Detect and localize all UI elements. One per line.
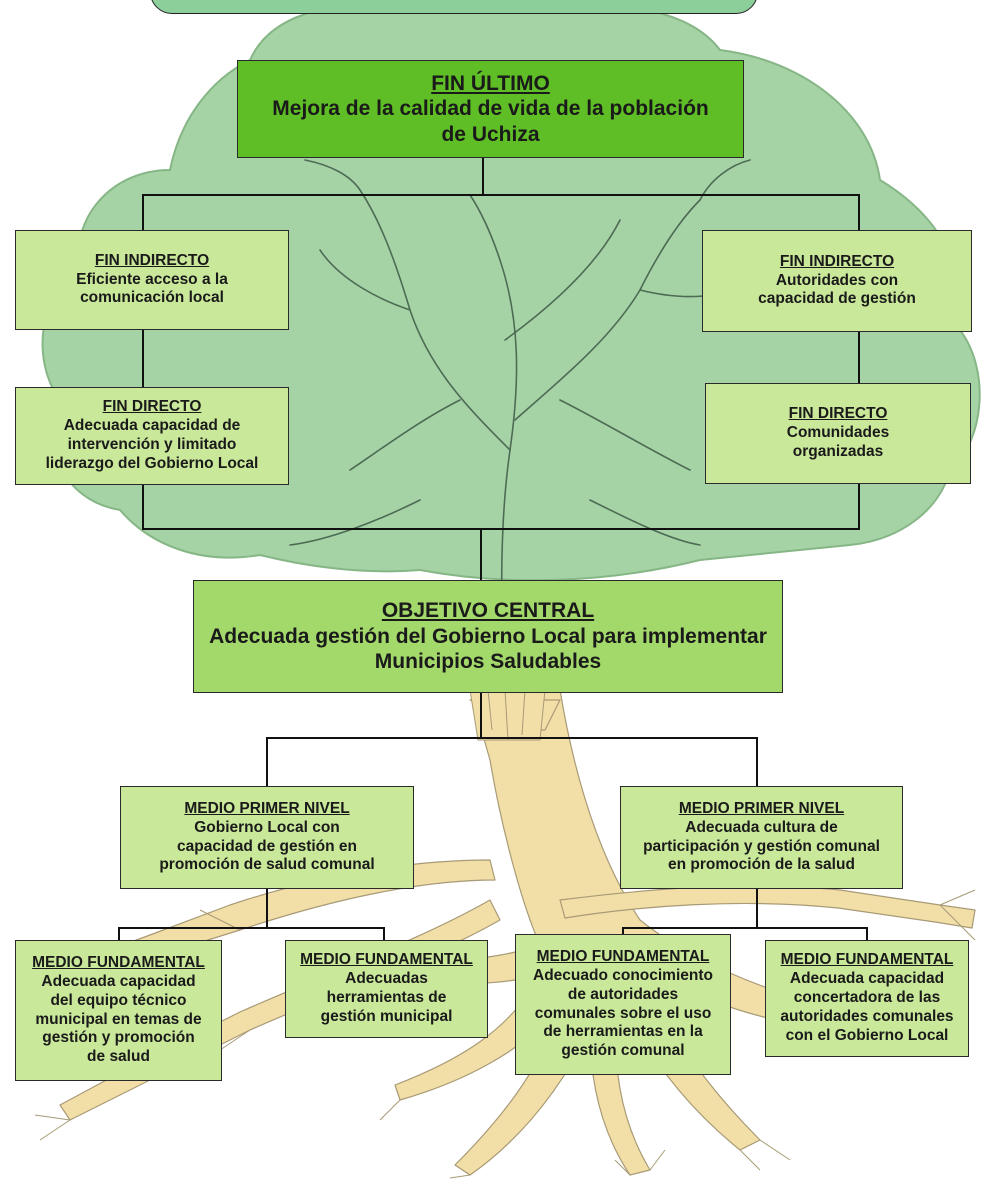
box-text: Adecuada capacidad de intervención y lim… (45, 417, 259, 472)
medio-fundamental-box-2: MEDIO FUNDAMENTAL Adecuadas herramientas… (285, 940, 488, 1038)
medio-primer-nivel-right-box: MEDIO PRIMER NIVEL Adecuada cultura de p… (620, 786, 903, 889)
fin-ultimo-box: FIN ÚLTIMO Mejora de la calidad de vida … (237, 60, 744, 158)
header-banner (150, 0, 758, 14)
connector-line (142, 329, 144, 387)
connector-line (480, 528, 482, 580)
connector-line (142, 528, 860, 530)
box-title: FIN DIRECTO (788, 405, 888, 423)
connector-line (622, 927, 868, 929)
connector-line (482, 158, 484, 195)
box-text: Eficiente acceso a la comunicación local (76, 270, 228, 307)
box-text: Mejora de la calidad de vida de la pobla… (272, 97, 709, 146)
box-text: Adecuada gestión del Gobierno Local para… (209, 624, 767, 674)
connector-line (142, 194, 860, 196)
connector-line (480, 692, 482, 738)
connector-line (756, 888, 758, 928)
connector-line (756, 737, 758, 786)
medio-fundamental-box-1: MEDIO FUNDAMENTAL Adecuada capacidad del… (15, 940, 222, 1081)
connector-line (118, 927, 120, 940)
box-title: FIN DIRECTO (102, 398, 202, 416)
connector-line (266, 888, 268, 928)
box-title: MEDIO PRIMER NIVEL (184, 799, 350, 817)
box-title: MEDIO FUNDAMENTAL (536, 947, 710, 965)
box-text: Adecuadas herramientas de gestión munici… (320, 970, 453, 1025)
box-text: Comunidades organizadas (786, 424, 890, 460)
box-text: Adecuado conocimiento de autoridades com… (533, 966, 713, 1060)
connector-line (118, 927, 385, 929)
box-text: Gobierno Local con capacidad de gestión … (159, 818, 375, 874)
connector-line (622, 927, 624, 940)
connector-line (858, 194, 860, 230)
connector-line (866, 927, 868, 940)
box-title: MEDIO FUNDAMENTAL (32, 953, 205, 971)
medio-fundamental-box-4: MEDIO FUNDAMENTAL Adecuada capacidad con… (765, 940, 969, 1057)
connector-line (142, 484, 144, 530)
box-title: FIN INDIRECTO (779, 252, 895, 270)
medio-primer-nivel-left-box: MEDIO PRIMER NIVEL Gobierno Local con ca… (120, 786, 414, 889)
box-title: MEDIO FUNDAMENTAL (300, 951, 473, 969)
connector-line (266, 737, 758, 739)
objetivo-central-box: OBJETIVO CENTRAL Adecuada gestión del Go… (193, 580, 783, 693)
tree-roots (39, 689, 976, 1176)
fin-directo-right-box: FIN DIRECTO Comunidades organizadas (705, 383, 971, 484)
fin-indirecto-right-box: FIN INDIRECTO Autoridades con capacidad … (702, 230, 972, 332)
fin-indirecto-left-box: FIN INDIRECTO Eficiente acceso a la comu… (15, 230, 289, 330)
box-text: Autoridades con capacidad de gestión (758, 271, 916, 308)
box-text: Adecuada capacidad concertadora de las a… (780, 970, 954, 1044)
box-title: FIN INDIRECTO (94, 251, 210, 269)
box-title: MEDIO FUNDAMENTAL (780, 951, 954, 969)
box-title: MEDIO PRIMER NIVEL (678, 799, 845, 817)
box-text: Adecuada cultura de participación y gest… (643, 818, 880, 874)
connector-line (142, 194, 144, 230)
medio-fundamental-box-3: MEDIO FUNDAMENTAL Adecuado conocimiento … (515, 934, 731, 1075)
fin-directo-left-box: FIN DIRECTO Adecuada capacidad de interv… (15, 387, 289, 485)
tree-branches (289, 159, 761, 691)
connector-line (383, 927, 385, 940)
box-text: Adecuada capacidad del equipo técnico mu… (35, 972, 202, 1066)
connector-line (858, 331, 860, 383)
box-title: OBJETIVO CENTRAL (381, 599, 595, 623)
connector-line (858, 483, 860, 530)
box-title: FIN ÚLTIMO (431, 71, 550, 95)
connector-line (266, 737, 268, 786)
